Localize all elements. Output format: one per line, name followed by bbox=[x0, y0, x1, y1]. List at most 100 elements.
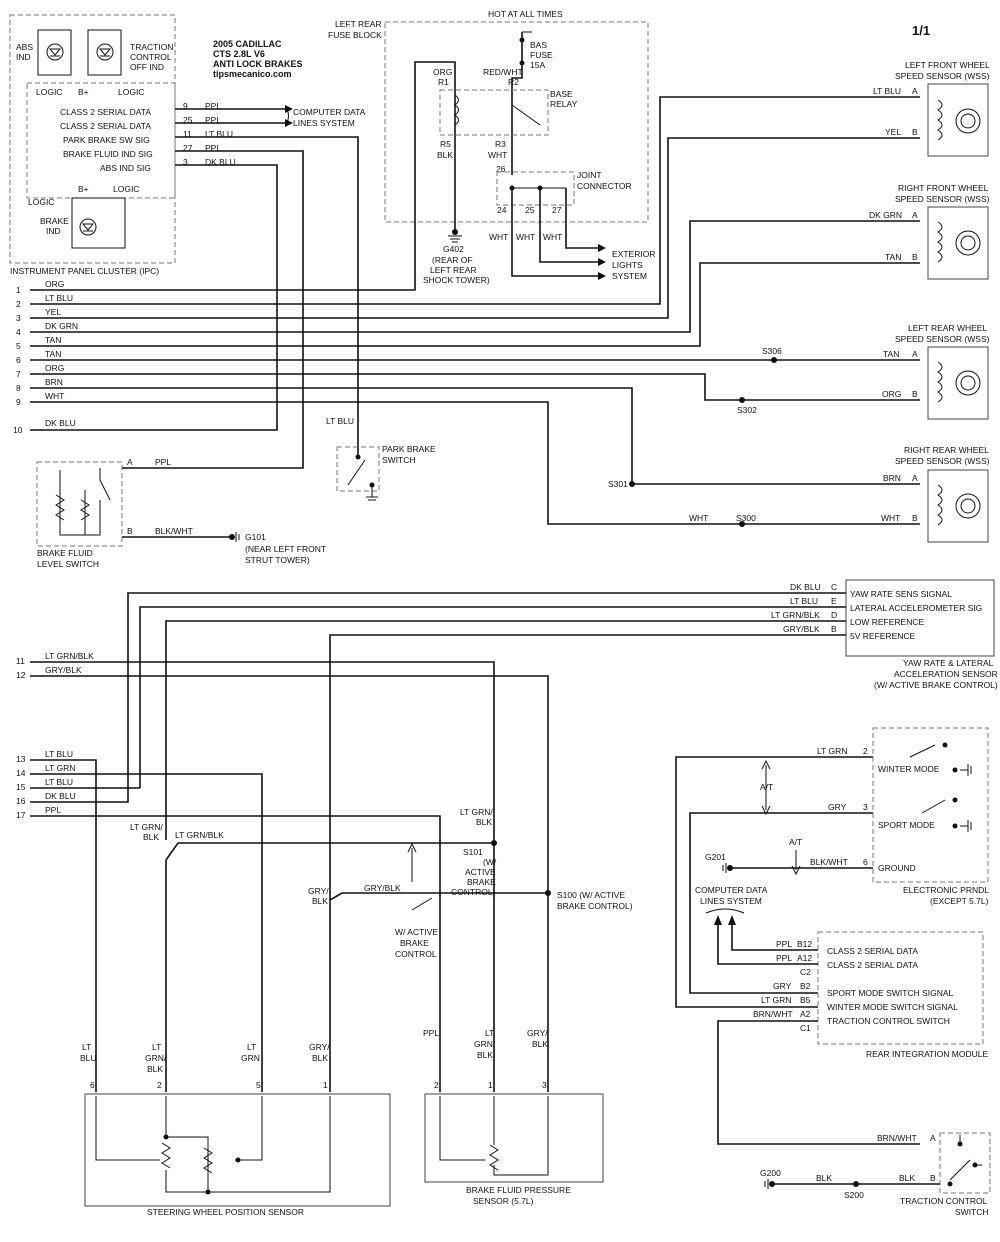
abc-label-2: BRAKE bbox=[400, 938, 429, 948]
ext-lights-3: SYSTEM bbox=[612, 271, 647, 281]
s101-label-4: BRAKE bbox=[467, 877, 496, 887]
pin-wire-2: LT BLU bbox=[45, 293, 73, 303]
bfps-pin-2: 2 bbox=[434, 1080, 439, 1090]
pin-num-16: 16 bbox=[16, 796, 26, 806]
ipc-pin-num-1: 9 bbox=[183, 101, 188, 111]
g402-ground-icon bbox=[448, 235, 462, 243]
rim-pin-5: B5 bbox=[800, 995, 811, 1005]
bfps-wire-1-1: LT bbox=[485, 1028, 494, 1038]
prndl-pin-3: 3 bbox=[863, 802, 868, 812]
swps-wire-5-1: LT bbox=[247, 1042, 256, 1052]
ipc-wire-4: PPL bbox=[205, 143, 221, 153]
pin-num-12: 12 bbox=[16, 670, 26, 680]
ipc-data-lines-2: LINES SYSTEM bbox=[293, 118, 355, 128]
steering-wheel-position-sensor: LT BLU LT GRN/ BLK LT GRN GRY/ BLK 6 2 5… bbox=[80, 1042, 391, 1217]
r3-wire: WHT bbox=[488, 150, 507, 160]
swps-pot-1-icon bbox=[161, 1142, 171, 1169]
pin-wire-17: PPL bbox=[45, 805, 61, 815]
fuse-block: LEFT REAR FUSE BLOCK HOT AT ALL TIMES BA… bbox=[328, 9, 655, 285]
bf-title-2: LEVEL SWITCH bbox=[37, 559, 99, 569]
r1-wire: ORG bbox=[433, 67, 452, 77]
ext-wire-1: WHT bbox=[489, 232, 508, 242]
rim-data-lines-2: LINES SYSTEM bbox=[700, 896, 762, 906]
ipc-pin-label-5: ABS IND SIG bbox=[100, 163, 151, 173]
swps-title: STEERING WHEEL POSITION SENSOR bbox=[147, 1207, 304, 1217]
wss-lr-b-pin: B bbox=[912, 389, 918, 399]
wss-lf-b-pin: B bbox=[912, 127, 918, 137]
jc-pin-26: 26 bbox=[496, 164, 506, 174]
yaw-pin-4: B bbox=[831, 624, 837, 634]
pin-num-2: 2 bbox=[16, 299, 21, 309]
swps-pin-1: 1 bbox=[323, 1080, 328, 1090]
bf-a-wire: PPL bbox=[155, 457, 171, 467]
bfps-title-2: SENSOR (5.7L) bbox=[473, 1196, 534, 1206]
module-pins-upper: 1 2 3 4 5 6 7 8 9 10 ORG LT BLU YEL DK G… bbox=[13, 61, 920, 527]
park-brake-switch: LT BLU PARK BRAKE SWITCH bbox=[326, 416, 436, 501]
fuse-block-title-1: LEFT REAR bbox=[335, 19, 382, 29]
ext-wire-2: WHT bbox=[516, 232, 535, 242]
s101-label-5: CONTROL) bbox=[451, 887, 496, 897]
splice-gryblk-2: BLK bbox=[312, 896, 328, 906]
bfps-wire-3-1: GRY/ bbox=[527, 1028, 548, 1038]
wss-rf-title-1: RIGHT FRONT WHEEL bbox=[898, 183, 989, 193]
wss-rr-b-pin: B bbox=[912, 513, 918, 523]
rim-pin-3: C2 bbox=[800, 967, 811, 977]
pin-wire-3: YEL bbox=[45, 307, 61, 317]
yaw-title-1: YAW RATE & LATERAL bbox=[903, 658, 994, 668]
yaw-wire-2: LT BLU bbox=[790, 596, 818, 606]
bf-b-wire: BLK/WHT bbox=[155, 526, 193, 536]
fuse-label-2: FUSE bbox=[530, 50, 553, 60]
pin-wire-14: LT GRN bbox=[45, 763, 75, 773]
pin-wire-7: ORG bbox=[45, 363, 64, 373]
traction-label-3: OFF IND bbox=[130, 62, 164, 72]
g201-ground-icon bbox=[722, 863, 727, 873]
pin-wire-11: LT GRN/BLK bbox=[45, 651, 94, 661]
tcs-bwire-2: BLK bbox=[899, 1173, 915, 1183]
wss-lr-coil-icon bbox=[937, 361, 943, 403]
wss-lf-title-1: LEFT FRONT WHEEL bbox=[905, 60, 990, 70]
swps-wire-6-2: BLU bbox=[80, 1053, 97, 1063]
wss-rf-a-wire: DK GRN bbox=[869, 210, 902, 220]
tcs-awire: BRN/WHT bbox=[877, 1133, 917, 1143]
traction-label-2: CONTROL bbox=[130, 52, 172, 62]
pin-num-17: 17 bbox=[16, 810, 26, 820]
wss-rr-a-pin: A bbox=[912, 473, 918, 483]
yaw-label-3: LOW REFERENCE bbox=[850, 617, 924, 627]
hot-at-all-times: HOT AT ALL TIMES bbox=[488, 9, 563, 19]
rim-wire-6: BRN/WHT bbox=[753, 1009, 793, 1019]
jc-pin-27: 27 bbox=[552, 205, 562, 215]
bfps-pot-icon bbox=[489, 1144, 499, 1171]
ipc-data-lines-1: COMPUTER DATA bbox=[293, 107, 366, 117]
ipc-pin-num-4: 27 bbox=[183, 143, 193, 153]
ipc-pin-label-4: BRAKE FLUID IND SIG bbox=[63, 149, 153, 159]
splice-gryblk-1: GRY/ bbox=[308, 886, 329, 896]
wss-lr-title-1: LEFT REAR WHEEL bbox=[908, 323, 987, 333]
pin-num-10: 10 bbox=[13, 425, 23, 435]
g101-label-2: (NEAR LEFT FRONT bbox=[245, 544, 326, 554]
swps-wire-5-2: GRN bbox=[241, 1053, 260, 1063]
wss-lr-rotor-icon bbox=[955, 370, 981, 396]
rim-wire-5: LT GRN bbox=[761, 995, 791, 1005]
module-pins-lower: 11 12 13 14 15 16 17 LT GRN/BLK GRY/BLK … bbox=[16, 651, 633, 1092]
rim-pin-7: C1 bbox=[800, 1023, 811, 1033]
s101-label-3: ACTIVE bbox=[465, 867, 496, 877]
bf-switch-icon bbox=[59, 468, 111, 536]
rim-label-5: WINTER MODE SWITCH SIGNAL bbox=[827, 1002, 958, 1012]
wss-rf-b-wire: TAN bbox=[885, 252, 901, 262]
prndl-label-1: WINTER MODE bbox=[878, 764, 940, 774]
pin-wire-8: BRN bbox=[45, 377, 63, 387]
ipc-wire-3: LT BLU bbox=[205, 129, 233, 139]
pin-num-6: 6 bbox=[16, 355, 21, 365]
prndl-at-2: A/T bbox=[789, 837, 802, 847]
g402-label-1: G402 bbox=[443, 244, 464, 254]
wss-rr-rotor-icon bbox=[955, 493, 981, 519]
rim-pin-6: A2 bbox=[800, 1009, 811, 1019]
prndl-pin-6: 6 bbox=[863, 857, 868, 867]
wss-lr-b-wire: ORG bbox=[882, 389, 901, 399]
r2-pin: R2 bbox=[508, 77, 519, 87]
pin-wire-16: DK BLU bbox=[45, 791, 76, 801]
wss-rf-b-pin: B bbox=[912, 252, 918, 262]
title-line-1: 2005 CADILLAC bbox=[213, 39, 282, 49]
pin-num-9: 9 bbox=[16, 397, 21, 407]
abc-label-3: CONTROL bbox=[395, 949, 437, 959]
